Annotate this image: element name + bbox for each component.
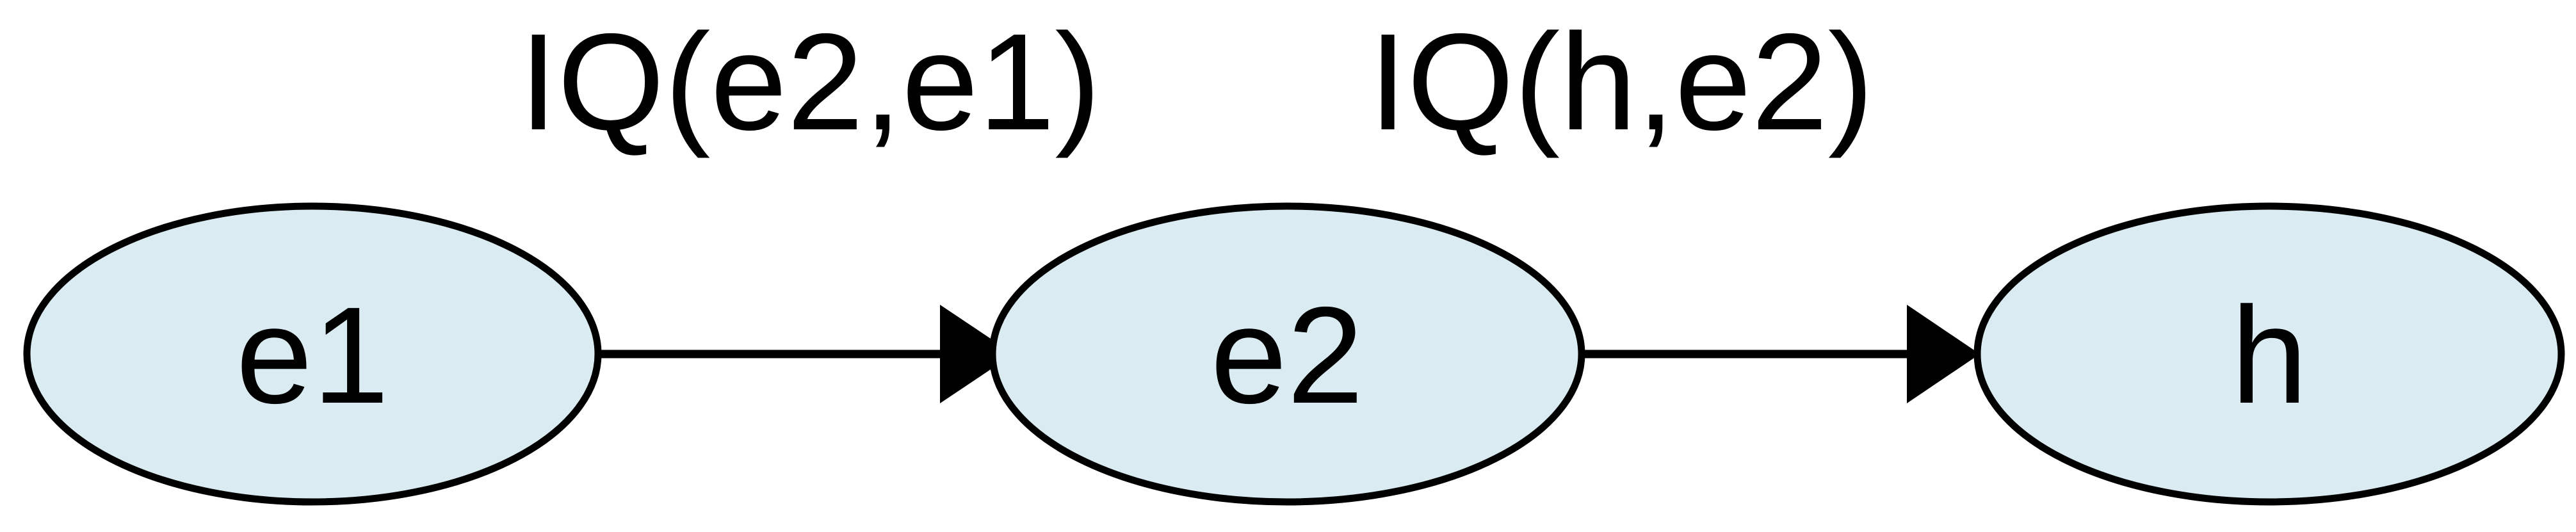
edge-e2-to-h[interactable]: [1573, 305, 1980, 403]
edge-label-e2-h: IQ(h,e2): [1369, 4, 1874, 159]
edge-label-e1-e2: IQ(e2,e1): [519, 4, 1101, 159]
node-h-label: h: [2231, 278, 2308, 432]
node-e2-label: e2: [1210, 278, 1363, 432]
node-e2-ellipse: [989, 202, 1585, 506]
node-e1-ellipse: [23, 202, 602, 506]
node-e2[interactable]: e2: [989, 202, 1585, 506]
edge-e1-to-e2[interactable]: [599, 305, 1014, 403]
node-h-ellipse: [1973, 202, 2565, 506]
arrowhead-icon-e1-e2: [940, 305, 1014, 403]
node-e1[interactable]: e1: [23, 202, 602, 506]
node-e1-label: e1: [236, 278, 389, 432]
node-h[interactable]: h: [1973, 202, 2565, 506]
arrowhead-icon-e2-h: [1907, 305, 1980, 403]
